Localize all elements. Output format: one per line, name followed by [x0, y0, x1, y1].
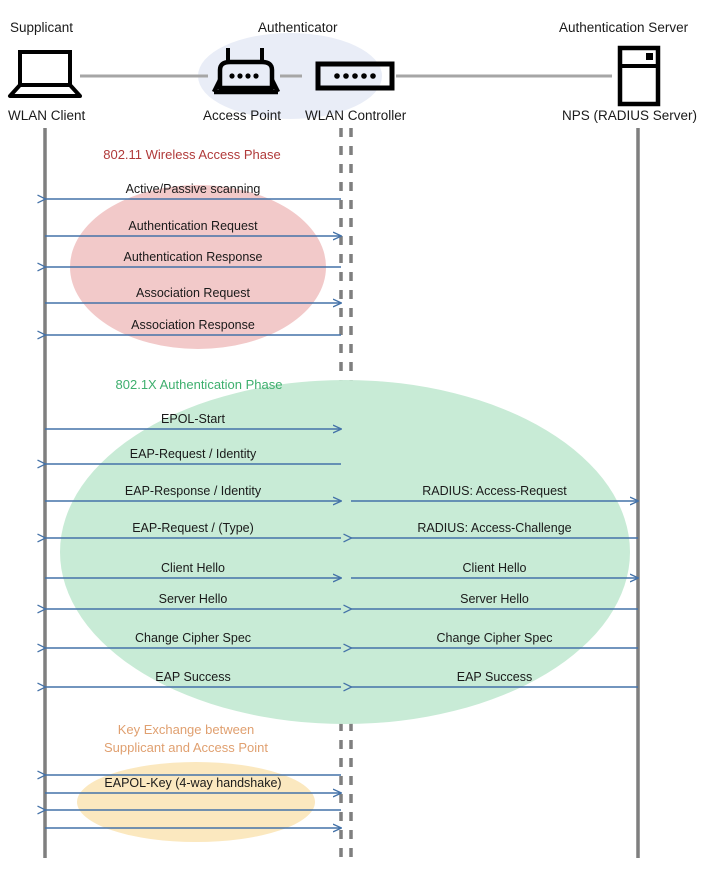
phase-label-key-exchange-line2: Supplicant and Access Point	[103, 740, 269, 755]
message-label: RADIUS: Access-Challenge	[417, 521, 572, 535]
message-arrow-layer	[45, 199, 638, 828]
message-label: Change Cipher Spec	[134, 631, 252, 645]
actor-role-auth-server: Authentication Server	[559, 20, 689, 35]
phase-ellipse-802-1x	[60, 380, 630, 724]
actor-role-supplicant: Supplicant	[10, 20, 74, 35]
message-label: Active/Passive scanning	[125, 182, 261, 196]
message-label: Client Hello	[161, 561, 225, 575]
message-label: Server Hello	[158, 592, 228, 606]
message-label: EAP-Response / Identity	[124, 484, 262, 498]
message-label: Client Hello	[462, 561, 527, 575]
phase-ellipse-key-exchange	[77, 762, 315, 842]
message-label: Authentication Response	[123, 250, 263, 264]
phase-label-key-exchange-line1: Key Exchange between	[117, 722, 255, 737]
actor-device-wlan-client: WLAN Client	[8, 108, 86, 123]
phase-label-key-exchange: Key Exchange between Supplicant and Acce…	[0, 721, 372, 757]
laptop-icon	[8, 50, 82, 98]
message-label: Authentication Request	[128, 219, 258, 233]
actor-device-access-point: Access Point	[203, 108, 282, 123]
message-label: Association Request	[136, 286, 250, 300]
message-label: EPOL-Start	[161, 412, 225, 426]
message-label: Association Response	[131, 318, 255, 332]
message-label: EAP Success	[155, 670, 231, 684]
actor-role-authenticator: Authenticator	[258, 20, 338, 35]
message-label: EAP-Request / Identity	[129, 447, 257, 461]
phase-label-802-11: 802.11 Wireless Access Phase	[103, 147, 281, 162]
message-label: RADIUS: Access-Request	[422, 484, 567, 498]
actor-device-nps-server: NPS (RADIUS Server)	[562, 108, 698, 123]
message-label: EAP Success	[456, 670, 533, 684]
access-point-icon	[211, 48, 281, 95]
message-label: EAPOL-Key (4-way handshake)	[104, 776, 282, 790]
server-icon	[617, 45, 661, 107]
message-label: Server Hello	[460, 592, 529, 606]
actor-device-wlan-controller: WLAN Controller	[305, 108, 407, 123]
message-label: Change Cipher Spec	[436, 631, 553, 645]
wlan-controller-icon	[315, 61, 395, 91]
message-label: EAP-Request / (Type)	[132, 521, 254, 535]
phase-label-802-1x: 802.1X Authentication Phase	[115, 377, 283, 392]
